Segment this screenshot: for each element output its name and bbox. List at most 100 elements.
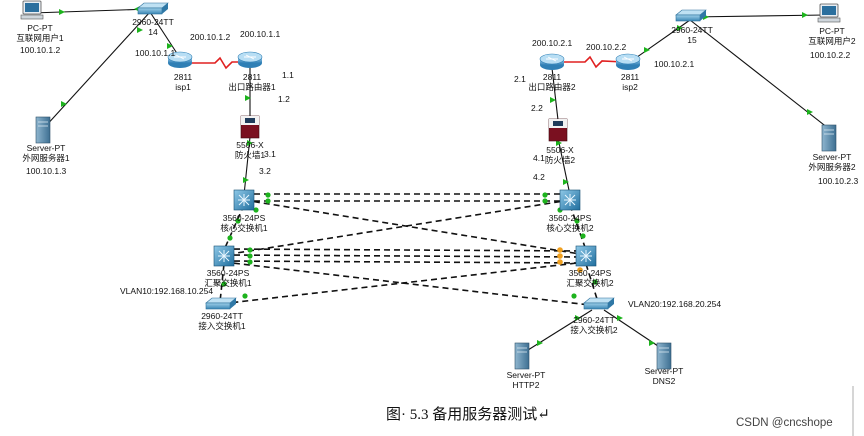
ip-label: 100.10.1.3: [26, 166, 66, 176]
device-name: 防火墙2: [545, 155, 576, 165]
device-model: PC-PT: [819, 26, 845, 36]
link-exit2-fw2: [551, 67, 559, 121]
router-icon[interactable]: [539, 53, 565, 70]
link-agg2-acc1: [219, 261, 587, 305]
ip-label: 200.10.2.2: [586, 42, 626, 52]
router-icon[interactable]: [615, 53, 641, 70]
firewall-icon[interactable]: [548, 118, 568, 142]
pc-icon[interactable]: [20, 0, 44, 20]
link-fw1-core1: [243, 136, 251, 196]
link-core2-agg1: [223, 199, 571, 256]
device-model: 3560-24PS: [549, 213, 592, 223]
router-icon[interactable]: [167, 51, 193, 68]
device-name: 互联网用户2: [808, 36, 856, 46]
link-agg1-agg2-c: [223, 260, 587, 264]
link-pc1-swisp1: [31, 8, 151, 14]
ip-label: 100.10.1.1: [135, 48, 175, 58]
device-name: 核心交换机2: [546, 223, 594, 233]
l3-switch-icon[interactable]: [233, 189, 255, 211]
watermark: CSDN @cncshope: [736, 417, 833, 429]
device-model: 2811: [174, 72, 193, 82]
ip-label: VLAN20:192.168.20.254: [628, 299, 721, 309]
device-model: 5506-X: [236, 140, 264, 150]
device-model: 3560-24PS: [223, 213, 266, 223]
link-warning-markers: [557, 247, 583, 273]
figure-caption: 图· 5.3 备用服务器测试↵: [386, 406, 550, 423]
device-name: 接入交换机1: [198, 321, 246, 331]
firewall-icon[interactable]: [240, 115, 260, 139]
device-model: 2811: [621, 72, 640, 82]
ip-label: 100.10.2.1: [654, 59, 694, 69]
link-fw2-core2: [557, 137, 571, 196]
device-name: isp2: [622, 82, 638, 92]
device-name: 出口路由器1: [228, 82, 276, 92]
device-model: Server-PT: [645, 366, 684, 376]
device-model: 2811: [543, 72, 562, 82]
device-model: 3560-24PS: [569, 268, 612, 278]
l3-switch-icon[interactable]: [575, 245, 597, 267]
switch-icon[interactable]: [137, 2, 169, 15]
device-name: 14: [148, 27, 158, 37]
server-icon[interactable]: [821, 124, 837, 152]
ip-label: 1.2: [278, 94, 290, 104]
device-name: 出口路由器2: [528, 82, 576, 92]
device-name: 核心交换机1: [220, 223, 268, 233]
ip-label: 4.2: [533, 172, 545, 182]
device-name: 外网服务器2: [808, 162, 856, 172]
link-exit2-isp2-serial: [552, 55, 625, 69]
ip-label: 200.10.2.1: [532, 38, 572, 48]
link-core1-agg1: [223, 204, 245, 251]
ip-label: 4.1: [533, 153, 545, 163]
device-model: Server-PT: [507, 370, 546, 380]
ip-label: 200.10.1.1: [240, 29, 280, 39]
ip-label: 200.10.1.2: [190, 32, 230, 42]
device-name: HTTP2: [513, 380, 540, 390]
link-agg1-acc2: [223, 261, 599, 307]
device-name: isp1: [175, 82, 191, 92]
device-name: 互联网用户1: [16, 33, 64, 43]
ip-labels: 100.10.1.2 100.10.1.1 200.10.1.2 200.10.…: [20, 29, 858, 309]
device-name: 汇聚交换机2: [566, 278, 614, 288]
device-model: 2960-24TT: [132, 17, 174, 27]
l3-switch-icon[interactable]: [559, 189, 581, 211]
ip-label: 1.1: [282, 70, 294, 80]
device-model: 2960-24TT: [573, 315, 615, 325]
switch-icon[interactable]: [675, 9, 707, 22]
device-name: 外网服务器1: [22, 153, 70, 163]
ip-label: 100.10.1.2: [20, 45, 60, 55]
device-name: 接入交换机2: [570, 325, 618, 335]
link-swisp2-srv2: [689, 19, 829, 129]
link-swisp1-srv1: [43, 11, 151, 129]
server-icon[interactable]: [35, 116, 51, 144]
pc-icon[interactable]: [817, 3, 841, 23]
server-icon[interactable]: [656, 342, 672, 370]
link-swisp1-isp1: [149, 11, 181, 59]
link-isp1-exit1-serial: [188, 56, 248, 70]
ip-label: 3.2: [259, 166, 271, 176]
device-model: 2960-24TT: [201, 311, 243, 321]
link-core2-agg2: [569, 204, 587, 251]
switch-icon[interactable]: [583, 297, 615, 310]
ip-label: 3.1: [264, 149, 276, 159]
server-icon[interactable]: [514, 342, 530, 370]
ip-label: VLAN10:192.168.10.254: [120, 286, 213, 296]
device-model: 2811: [243, 72, 262, 82]
link-core1-agg2: [243, 199, 587, 256]
device-model: 2960-24TT: [671, 25, 713, 35]
router-icon[interactable]: [237, 51, 263, 68]
ip-label: 2.1: [514, 74, 526, 84]
device-model: 5506-X: [546, 145, 574, 155]
device-name: 15: [687, 35, 697, 45]
switch-icon[interactable]: [205, 297, 237, 310]
device-model: 3560-24PS: [207, 268, 250, 278]
link-agg1-agg2-b: [223, 254, 587, 258]
link-status-markers: [59, 6, 813, 346]
ip-label: 100.10.2.3: [818, 176, 858, 186]
device-name: 防火墙1: [235, 150, 266, 160]
link-agg1-agg2-a: [223, 248, 587, 252]
ip-label: 100.10.2.2: [810, 50, 850, 60]
device-model: Server-PT: [27, 143, 66, 153]
device-model: PC-PT: [27, 23, 53, 33]
l3-switch-icon[interactable]: [213, 245, 235, 267]
